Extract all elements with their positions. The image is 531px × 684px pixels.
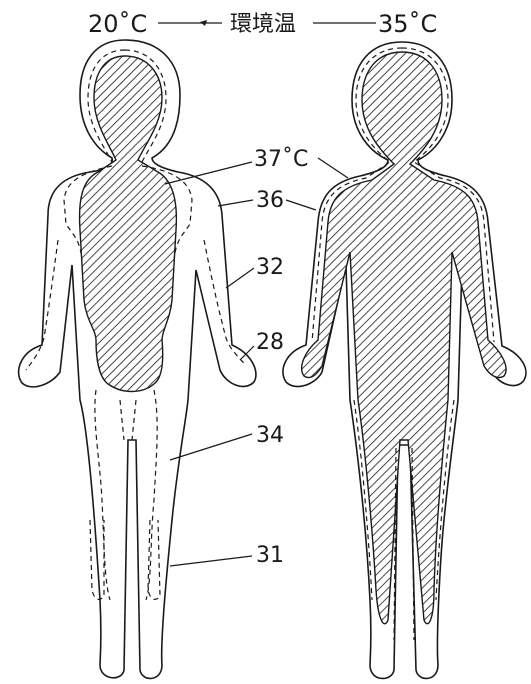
temp-20-label: 20˚C (88, 10, 147, 38)
leader-36-right (286, 200, 316, 210)
leader-37c-right (318, 158, 348, 178)
leader-36-left (218, 200, 253, 206)
label-28: 28 (256, 330, 284, 355)
label-37c: 37˚C (254, 147, 308, 172)
label-36: 36 (256, 188, 284, 213)
temp-35-label: 35˚C (378, 10, 437, 38)
label-31: 31 (256, 543, 284, 568)
right-figure (283, 42, 526, 678)
leader-31 (170, 556, 252, 566)
right-core-region (302, 52, 506, 624)
label-32: 32 (256, 255, 284, 280)
leader-32 (226, 268, 254, 288)
label-34: 34 (256, 423, 284, 448)
ambient-temperature-label: 環境温 (230, 12, 296, 37)
left-figure (19, 40, 256, 678)
